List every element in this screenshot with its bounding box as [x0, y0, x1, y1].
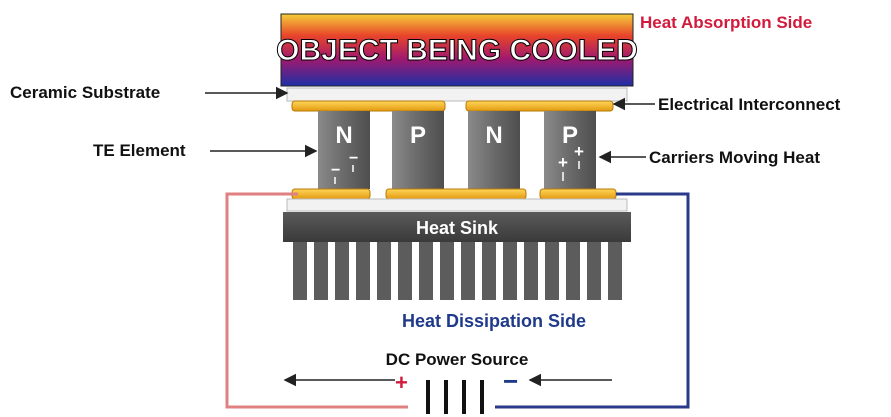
dc-power-source: DC Power Source + −	[386, 350, 529, 414]
fin	[503, 242, 517, 300]
positive-wire	[225, 192, 408, 409]
electron-carriers: − −	[331, 150, 358, 184]
element-label-2: P	[410, 122, 426, 149]
heat-absorption-label: Heat Absorption Side	[640, 13, 812, 32]
fin	[545, 242, 559, 300]
fin	[566, 242, 580, 300]
hole-sign-2: +	[558, 153, 568, 172]
hole-sign-1: +	[574, 142, 584, 161]
fin	[482, 242, 496, 300]
element-label-3: N	[485, 122, 502, 149]
fin	[398, 242, 412, 300]
te-element-3	[468, 111, 520, 189]
carriers-moving-heat-label: Carriers Moving Heat	[649, 148, 820, 167]
top-interconnects	[291, 100, 614, 112]
bottom-interconnect-3	[539, 188, 617, 200]
top-ceramic-substrate	[286, 87, 628, 102]
fin	[524, 242, 538, 300]
te-elements: N P N P	[318, 111, 596, 189]
heat-sink-fins	[293, 242, 622, 300]
te-element-label: TE Element	[93, 141, 186, 160]
fin	[608, 242, 622, 300]
te-element-1	[318, 111, 370, 189]
top-interconnect-right	[465, 100, 614, 112]
bottom-ceramic-substrate	[286, 198, 628, 212]
te-element-4	[544, 111, 596, 189]
fin	[419, 242, 433, 300]
heat-sink-base	[283, 212, 631, 242]
bottom-interconnect-1	[291, 188, 371, 200]
bottom-interconnects	[291, 188, 617, 200]
object-being-cooled: OBJECT BEING COOLED	[276, 13, 638, 87]
ceramic-substrate-label: Ceramic Substrate	[10, 83, 160, 102]
fin	[356, 242, 370, 300]
fin	[377, 242, 391, 300]
negative-terminal: −	[503, 366, 518, 396]
heat-sink: Heat Sink	[283, 212, 631, 300]
fin	[587, 242, 601, 300]
electrical-interconnect-label: Electrical Interconnect	[658, 95, 841, 114]
negative-wire	[495, 192, 690, 409]
object-title: OBJECT BEING COOLED	[276, 34, 638, 67]
heat-dissipation-label: Heat Dissipation Side	[402, 311, 586, 331]
dc-power-source-label: DC Power Source	[386, 350, 529, 369]
electron-sign-2: −	[331, 162, 340, 179]
heat-sink-label: Heat Sink	[416, 218, 499, 238]
electron-sign-1: −	[349, 150, 358, 167]
element-label-4: P	[562, 122, 578, 149]
te-element-2	[392, 111, 444, 189]
fin	[461, 242, 475, 300]
fin	[440, 242, 454, 300]
fin	[335, 242, 349, 300]
top-interconnect-left	[291, 100, 446, 112]
element-label-1: N	[335, 122, 352, 149]
fin	[314, 242, 328, 300]
bottom-interconnect-2	[385, 188, 527, 200]
hole-carriers: + +	[558, 142, 584, 181]
fin	[293, 242, 307, 300]
positive-terminal: +	[395, 370, 408, 395]
